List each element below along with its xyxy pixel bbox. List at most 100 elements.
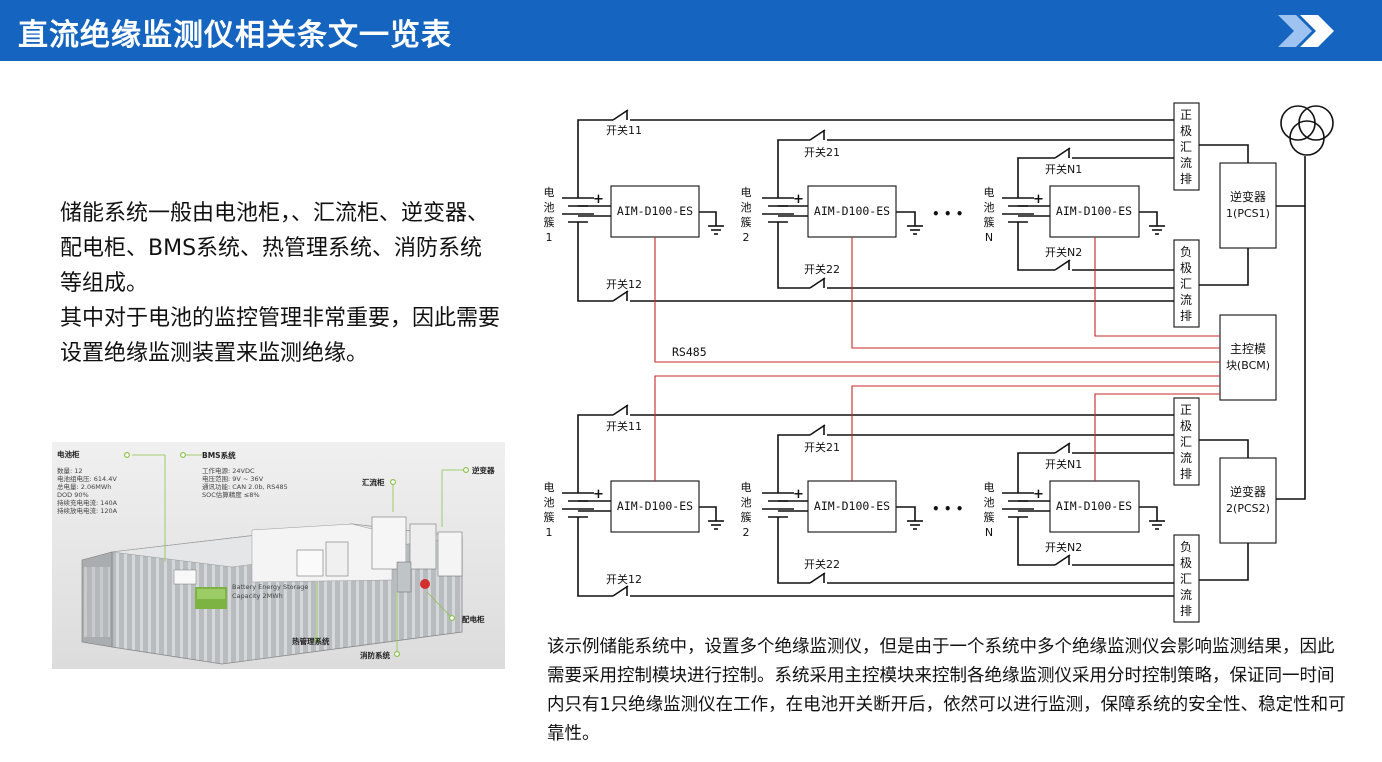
cluster-label: 池 (544, 496, 555, 509)
device-label-2-2: AIM-D100-ES (814, 499, 890, 513)
device-label-2-1: AIM-D100-ES (617, 499, 693, 513)
cluster-label: N (985, 526, 993, 539)
header-bar: 直流绝缘监测仪相关条文一览表 (0, 0, 1382, 61)
cluster-label: 池 (741, 496, 752, 509)
cluster-label: N (985, 231, 993, 244)
svg-text:+: + (593, 487, 604, 502)
description-text: 该示例储能系统中，设置多个绝缘监测仪，但是由于一个系统中多个绝缘监测仪会影响监测… (547, 637, 1346, 744)
rs485-label: RS485 (672, 345, 707, 359)
switch-11-label: 开关11 (606, 123, 642, 137)
device-label-1-1: AIM-D100-ES (617, 204, 693, 218)
cluster-label: 2 (743, 231, 750, 244)
inverter-1-sublabel: 1(PCS1) (1226, 207, 1270, 220)
switch-n2-label: 开关N2 (1045, 540, 1082, 554)
switch-21-label: 开关21 (804, 145, 840, 159)
page-title: 直流绝缘监测仪相关条文一览表 (18, 18, 452, 53)
bms-spec-3: SOC估算精度 ≤8% (202, 490, 260, 499)
intro-paragraph-2: 其中对于电池的监控管理非常重要，因此需要设置绝缘监测装置来监测绝缘。 (60, 306, 501, 366)
svg-text:+: + (793, 192, 804, 207)
battery-cabinet-label: 电池柜 (57, 449, 80, 459)
neg-bus-label: 排 (1180, 604, 1192, 618)
bms-spec-1: 电压范围: 9V ~ 36V (202, 474, 264, 483)
neg-bus-label: 负 (1180, 540, 1192, 554)
cluster-label: 池 (544, 201, 555, 214)
cluster-label: 池 (741, 201, 752, 214)
pos-bus-label: 极 (1180, 124, 1192, 138)
device-label-1-2: AIM-D100-ES (814, 204, 890, 218)
switch-n2-label: 开关N2 (1045, 245, 1082, 259)
cluster-label: 1 (546, 231, 553, 244)
switch-22-label: 开关22 (804, 262, 840, 276)
neg-bus-label: 流 (1180, 588, 1192, 602)
cluster-label: 电 (741, 481, 752, 494)
container-text-2: Capacity 2MWh (232, 592, 283, 600)
bcm-label: 主控模 (1230, 342, 1266, 356)
pos-bus-label: 流 (1180, 451, 1192, 465)
cluster-label: 池 (984, 201, 995, 214)
pos-bus-label: 汇 (1180, 435, 1192, 449)
svg-text:+: + (1033, 487, 1044, 502)
svg-text:+: + (1033, 192, 1044, 207)
switch-n1-label: 开关N1 (1045, 457, 1082, 471)
battery-spec-0: 数量: 12 (57, 466, 83, 475)
bms-spec-2: 通讯功能: CAN 2.0b, RS485 (202, 482, 288, 491)
cluster-label: 簇 (544, 215, 555, 229)
switch-12-label: 开关12 (606, 572, 642, 586)
switch-12-label: 开关12 (606, 277, 642, 291)
battery-spec-4: 持续充电电流: 140A (57, 498, 118, 507)
battery-spec-3: DOD 90% (57, 491, 89, 499)
switch-11-label: 开关11 (606, 419, 642, 433)
inverter-2-label: 逆变器 (1230, 484, 1266, 499)
cluster-label: 簇 (984, 510, 995, 524)
neg-bus-label: 汇 (1180, 277, 1192, 291)
wiring-diagram: + + + + + + AIM-D100-ES AIM-D100-ES AIM-D100… (544, 102, 1334, 623)
neg-bus-label: 极 (1180, 556, 1192, 570)
bcm-sublabel: 块(BCM) (1226, 359, 1270, 372)
bms-spec-0: 工作电源: 24VDC (202, 466, 255, 475)
neg-bus-label: 汇 (1180, 572, 1192, 586)
combiner-label: 汇流柜 (362, 477, 385, 487)
inverter-1-label: 逆变器 (1230, 189, 1266, 204)
container-text-1: Battery Energy Storage (232, 583, 308, 591)
system-2 (562, 397, 1277, 623)
switch-22-label: 开关22 (804, 557, 840, 571)
device-label-1-n: AIM-D100-ES (1056, 204, 1132, 218)
inverter-photo-label: 逆变器 (472, 465, 495, 475)
battery-spec-5: 持续放电电流: 120A (57, 506, 118, 515)
cluster-label: 电 (984, 186, 995, 199)
cluster-label: 1 (546, 526, 553, 539)
thermal-label: 热管理系统 (292, 636, 330, 646)
battery-spec-1: 电池组电压: 614.4V (57, 474, 117, 483)
cluster-label: 簇 (984, 215, 995, 229)
pos-bus-label: 汇 (1180, 140, 1192, 154)
cluster-label: 簇 (741, 510, 752, 524)
energy-storage-container-illustration: Battery Energy Storage Capacity 2MWh 电池柜… (52, 442, 505, 669)
pos-bus-label: 正 (1180, 108, 1192, 122)
cluster-label: 池 (984, 496, 995, 509)
svg-text:+: + (593, 192, 604, 207)
cluster-label: 电 (544, 481, 555, 494)
switch-n1-label: 开关N1 (1045, 162, 1082, 176)
inverter-2-sublabel: 2(PCS2) (1226, 502, 1270, 515)
neg-bus-label: 负 (1180, 245, 1192, 259)
distribution-label: 配电柜 (462, 614, 485, 624)
svg-text:+: + (793, 487, 804, 502)
system-1 (562, 102, 1277, 328)
neg-bus-label: 极 (1180, 261, 1192, 275)
pos-bus-label: 排 (1180, 172, 1192, 186)
neg-bus-label: 排 (1180, 309, 1192, 323)
double-chevron-icon (1278, 15, 1334, 47)
neg-bus-label: 流 (1180, 293, 1192, 307)
pos-bus-label: 流 (1180, 156, 1192, 170)
pos-bus-label: 正 (1180, 403, 1192, 417)
ellipsis-1: • • • (932, 207, 963, 221)
intro-paragraph-1: 储能系统一般由电池柜，、汇流柜、逆变器、配电柜、BMS系统、热管理系统、消防系统… (60, 201, 490, 296)
battery-spec-2: 总电量: 2.06MWh (57, 482, 111, 491)
cluster-label: 簇 (741, 215, 752, 229)
pos-bus-label: 排 (1180, 467, 1192, 481)
cluster-label: 电 (741, 186, 752, 199)
device-label-2-n: AIM-D100-ES (1056, 499, 1132, 513)
ellipsis-2: • • • (932, 502, 963, 516)
cluster-label: 电 (544, 186, 555, 199)
cluster-label: 电 (984, 481, 995, 494)
